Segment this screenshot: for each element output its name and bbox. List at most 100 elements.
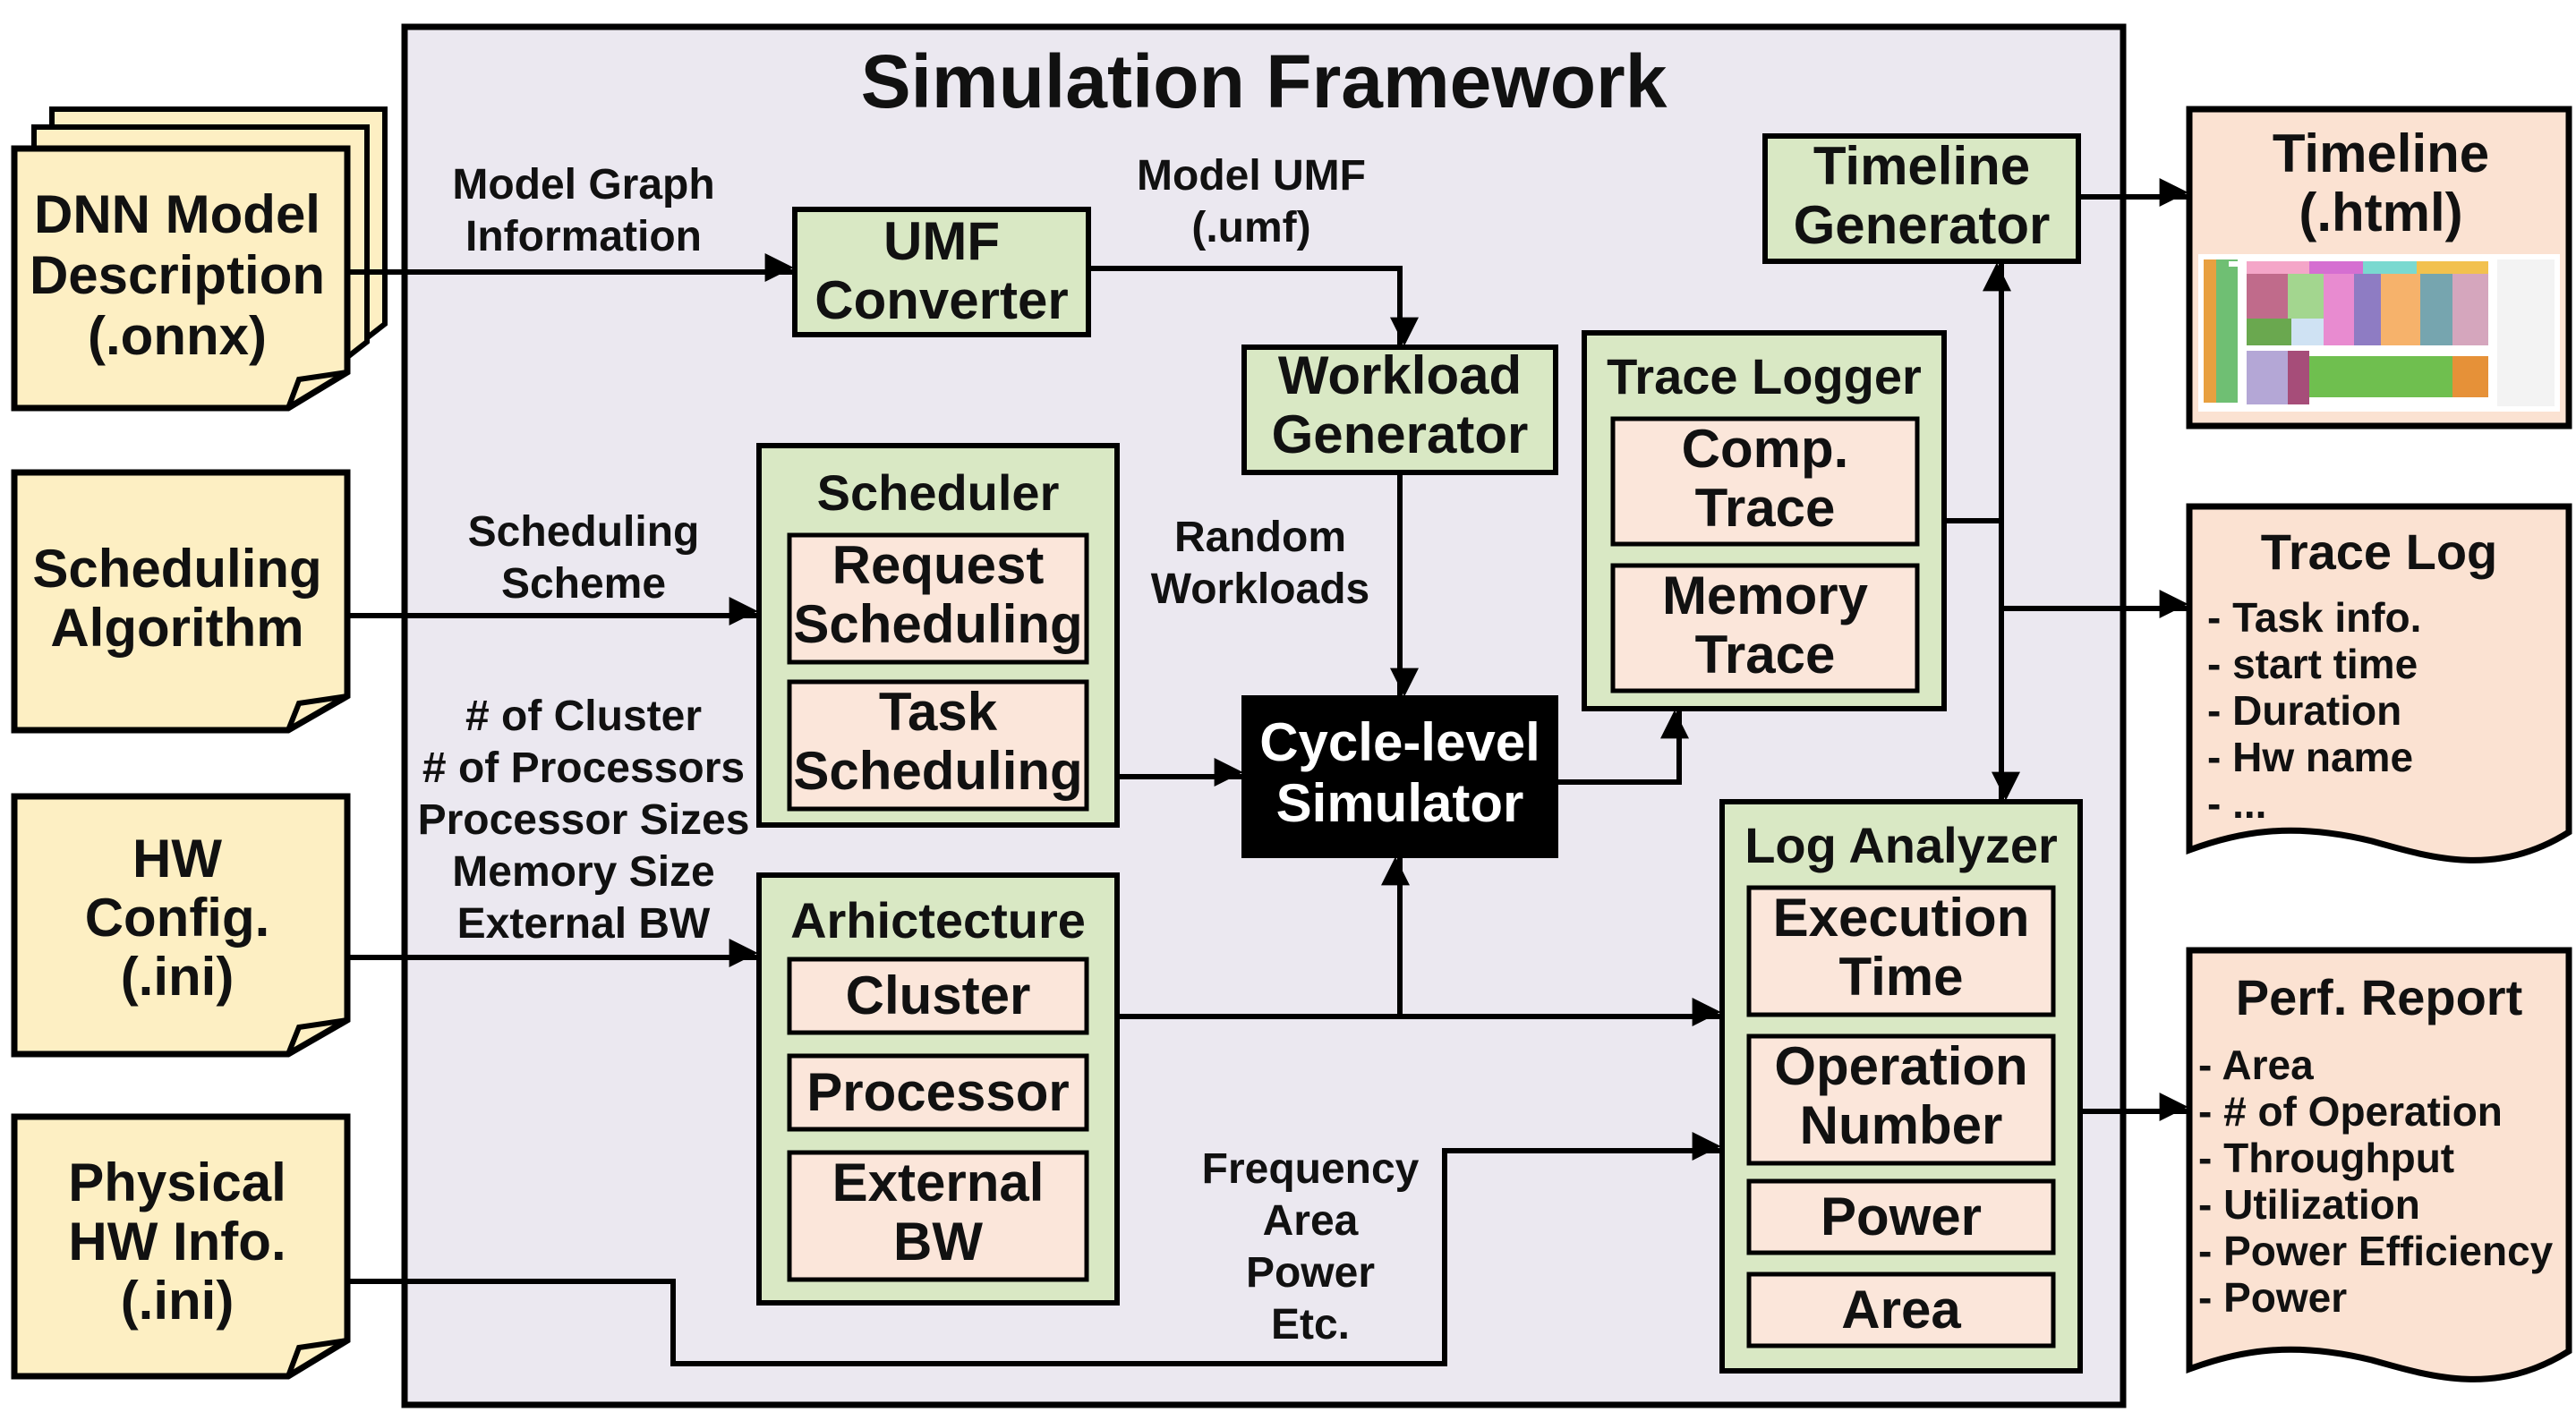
memory-trace-line-1: Memory — [1662, 566, 1869, 625]
timeline-output-doc: Timeline (.html) — [2186, 106, 2572, 430]
hw-config-doc: HW Config. (.ini) — [11, 793, 351, 1058]
label-model-graph-1: Model Graph — [452, 161, 714, 208]
execution-time-line-1: Execution — [1773, 888, 2030, 948]
trace-logger-block: Trace Logger Comp. Trace Memory Trace — [1582, 330, 1947, 711]
task-scheduling-line-2: Scheduling — [793, 741, 1082, 801]
label-scheduling-scheme-2: Scheme — [501, 560, 666, 608]
scheduling-algorithm-line-1: Scheduling — [32, 539, 321, 599]
umf-converter-line-1: UMF — [883, 211, 1000, 271]
log-analyzer-item-operation — [1746, 1033, 2056, 1166]
trace-log-item-1: - Task info. — [2207, 594, 2421, 641]
log-analyzer-item-execution — [1746, 885, 2056, 1017]
label-physical-3: Power — [1246, 1249, 1375, 1297]
dnn-model-line-1: DNN Model — [34, 184, 320, 244]
operation-number-line-1: Operation — [1774, 1036, 2027, 1096]
connectors — [347, 178, 2188, 1366]
trace-log-item-4: - Hw name — [2207, 734, 2413, 780]
label-hw-params-3: Processor Sizes — [418, 796, 750, 844]
framework-title: Simulation Framework — [861, 39, 1668, 123]
trace-logger-item-memory — [1610, 563, 1920, 693]
perf-report-output-doc: Perf. Report - Area - # of Operation - T… — [2186, 947, 2572, 1382]
execution-time-line-2: Time — [1839, 947, 1964, 1007]
architecture-block: Arhictecture Cluster Processor External … — [756, 872, 1120, 1306]
label-random-workloads-2: Workloads — [1151, 566, 1370, 613]
timeline-generator-block: Timeline Generator — [1762, 133, 2081, 264]
perf-report-item-6: - Power — [2198, 1274, 2347, 1321]
request-scheduling-line-2: Scheduling — [793, 594, 1082, 654]
label-model-graph-2: Information — [465, 213, 702, 260]
architecture-item-external-bw — [787, 1150, 1089, 1282]
timeline-preview-thumbnail — [2198, 254, 2560, 412]
trace-log-item-2: - start time — [2207, 641, 2418, 687]
trace-log-item-3: - Duration — [2207, 687, 2401, 734]
comp-trace-line-1: Comp. — [1682, 419, 1849, 479]
label-physical-2: Area — [1263, 1197, 1359, 1245]
operation-number-line-2: Number — [1800, 1095, 2003, 1155]
perf-report-item-4: - Utilization — [2198, 1181, 2420, 1228]
timeline-generator-line-1: Timeline — [1813, 136, 2030, 196]
trace-log-title: Trace Log — [2261, 523, 2498, 580]
label-physical-4: Etc. — [1271, 1301, 1350, 1348]
trace-logger-title: Trace Logger — [1607, 348, 1922, 404]
label-model-umf-2: (.umf) — [1191, 204, 1310, 251]
cycle-level-simulator-block: Cycle-level Simulator — [1241, 695, 1558, 858]
physical-hw-info-doc: Physical HW Info. (.ini) — [11, 1113, 351, 1380]
label-physical-1: Frequency — [1202, 1145, 1420, 1193]
trace-logger-item-comp — [1610, 416, 1920, 547]
dnn-model-line-3: (.onnx) — [88, 306, 267, 366]
workload-generator-line-2: Generator — [1272, 404, 1529, 464]
comp-trace-line-2: Trace — [1695, 478, 1836, 538]
timeline-generator-line-2: Generator — [1794, 195, 2051, 255]
label-hw-params-5: External BW — [457, 900, 711, 948]
dnn-model-doc: DNN Model Description (.onnx) — [11, 145, 351, 412]
scheduling-algorithm-line-2: Algorithm — [50, 598, 303, 658]
architecture-title: Arhictecture — [790, 892, 1086, 948]
external-bw-line-2: BW — [893, 1212, 983, 1272]
external-bw-line-1: External — [832, 1153, 1045, 1212]
perf-report-title: Perf. Report — [2236, 969, 2523, 1025]
task-scheduling-line-1: Task — [879, 682, 998, 742]
memory-trace-line-2: Trace — [1695, 625, 1836, 685]
workload-generator-line-1: Workload — [1278, 345, 1522, 405]
label-model-umf-1: Model UMF — [1137, 152, 1366, 200]
log-analyzer-block: Log Analyzer Execution Time Operation Nu… — [1719, 799, 2083, 1374]
hw-config-line-3: (.ini) — [121, 947, 235, 1007]
physical-hw-line-1: Physical — [68, 1153, 286, 1212]
log-analyzer-title: Log Analyzer — [1744, 817, 2058, 873]
umf-converter-block: UMF Converter — [792, 207, 1091, 337]
perf-report-item-2: - # of Operation — [2198, 1088, 2503, 1135]
scheduler-item-request — [787, 532, 1089, 665]
label-scheduling-scheme-1: Scheduling — [468, 508, 700, 556]
hw-config-line-1: HW — [132, 829, 222, 889]
trace-log-item-5: - ... — [2207, 780, 2266, 827]
scheduler-block: Scheduler Request Scheduling Task Schedu… — [756, 443, 1120, 828]
perf-report-item-3: - Throughput — [2198, 1135, 2454, 1181]
umf-converter-line-2: Converter — [815, 270, 1068, 330]
dnn-model-line-2: Description — [30, 245, 325, 305]
dnn-model-doc-stack: DNN Model Description (.onnx) — [11, 106, 388, 412]
physical-hw-line-3: (.ini) — [121, 1271, 235, 1331]
hw-config-line-2: Config. — [85, 888, 270, 948]
scheduler-title: Scheduler — [817, 464, 1060, 521]
workload-generator-block: Workload Generator — [1241, 344, 1558, 475]
physical-hw-line-2: HW Info. — [68, 1212, 286, 1272]
log-analyzer-item-area — [1746, 1272, 2056, 1348]
trace-log-output-doc: Trace Log - Task info. - start time - Du… — [2186, 503, 2572, 863]
log-analyzer-item-power — [1746, 1178, 2056, 1255]
perf-report-item-1: - Area — [2198, 1042, 2314, 1088]
label-hw-params-4: Memory Size — [452, 848, 714, 896]
scheduling-algorithm-doc: Scheduling Algorithm — [11, 469, 351, 734]
area-label: Area — [1841, 1280, 1961, 1340]
label-random-workloads-1: Random — [1174, 514, 1346, 561]
architecture-item-cluster — [787, 957, 1089, 1035]
label-hw-params-2: # of Processors — [422, 744, 745, 792]
arrow-umf-to-workload — [1088, 266, 1419, 346]
arrow-simulator-to-tracelogger — [1556, 710, 1690, 785]
power-label: Power — [1821, 1187, 1982, 1246]
perf-report-item-5: - Power Efficiency — [2198, 1228, 2554, 1274]
timeline-output-line-2: (.html) — [2299, 183, 2462, 242]
simulator-line-1: Cycle-level — [1259, 712, 1540, 772]
label-hw-params-1: # of Cluster — [465, 693, 702, 740]
scheduler-item-task — [787, 679, 1089, 812]
